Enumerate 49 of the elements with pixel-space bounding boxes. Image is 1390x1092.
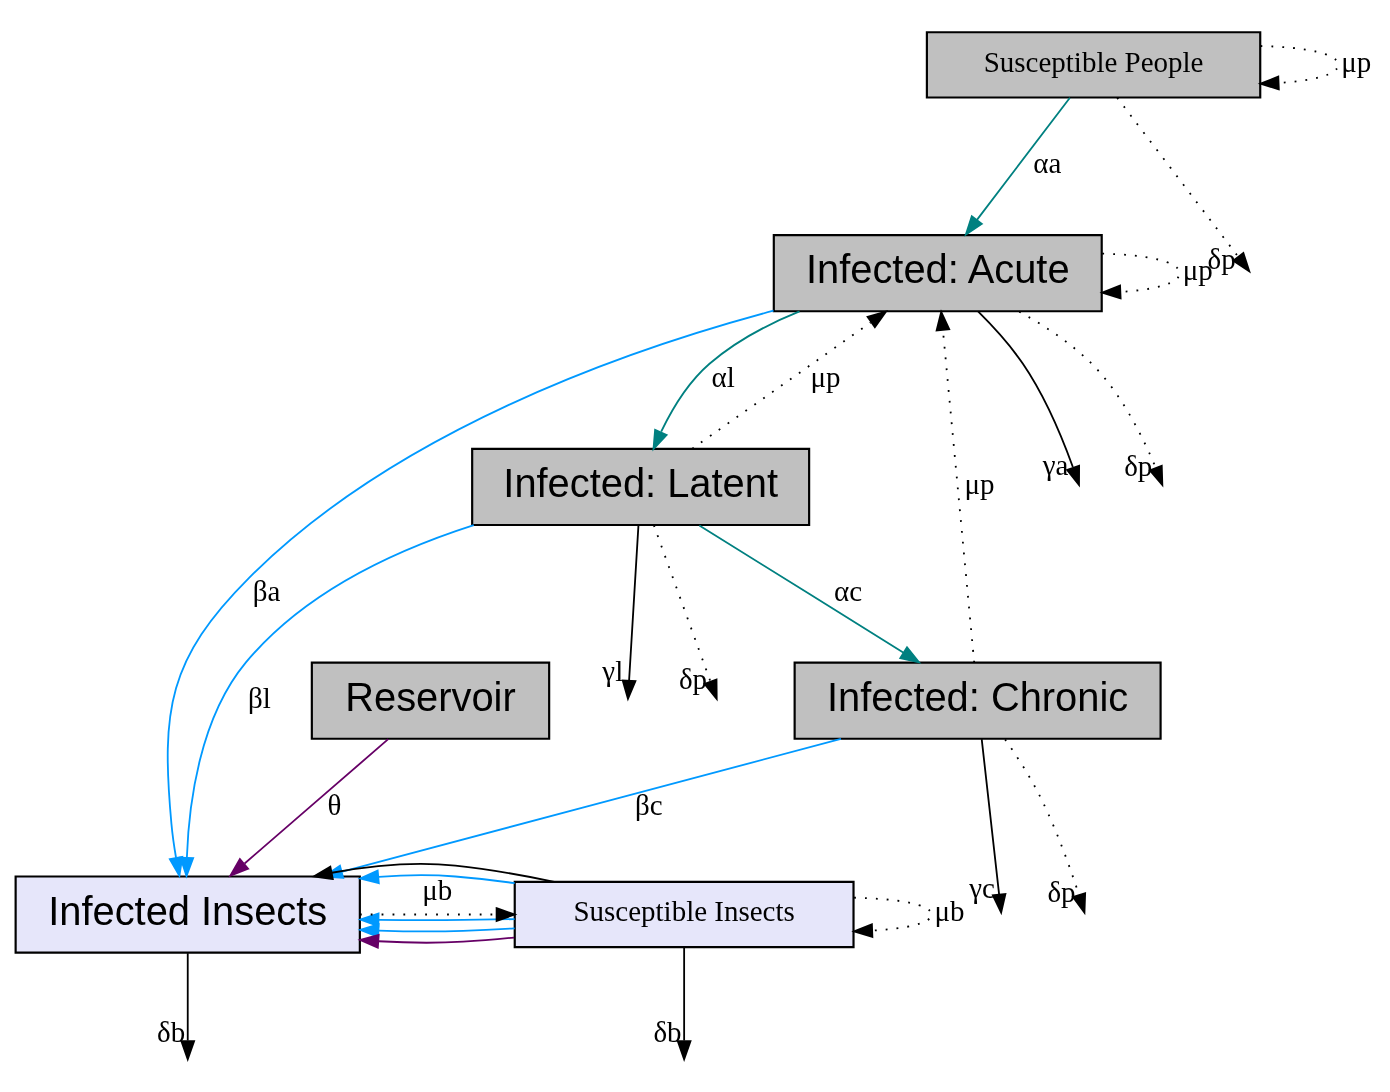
edge-label: δb bbox=[653, 1015, 682, 1048]
node-box: Susceptible Insects bbox=[513, 880, 855, 948]
arrow bbox=[652, 310, 801, 451]
arrow bbox=[691, 309, 889, 450]
edge-label: βa bbox=[252, 574, 281, 607]
arrow bbox=[1099, 252, 1181, 299]
node-box: Infected: Chronic bbox=[793, 661, 1162, 740]
edge-label: γa bbox=[1042, 448, 1069, 481]
edge-label: θ bbox=[327, 788, 342, 821]
node-box: Susceptible People bbox=[925, 30, 1262, 99]
node-box: Reservoir bbox=[310, 661, 551, 740]
arrow bbox=[1004, 738, 1087, 915]
edge-label: δb bbox=[157, 1015, 186, 1048]
edge-label: μp bbox=[1341, 45, 1372, 78]
arrow bbox=[357, 911, 516, 927]
arrow bbox=[1018, 310, 1164, 487]
edge-label: αa bbox=[1033, 146, 1062, 179]
edge-label: δp bbox=[678, 662, 708, 695]
arrow bbox=[653, 524, 718, 701]
edge-label: δp bbox=[1047, 875, 1076, 908]
node-box: Infected: Latent bbox=[471, 447, 811, 526]
arrow bbox=[359, 906, 518, 922]
arrow bbox=[180, 951, 196, 1062]
node-box: Infected: Acute bbox=[772, 233, 1103, 312]
node-box: Infected Insects bbox=[14, 874, 361, 954]
arrow bbox=[964, 96, 1071, 237]
arrow bbox=[1257, 44, 1340, 90]
edge-label: αl bbox=[711, 360, 735, 393]
edge-label: βc bbox=[635, 788, 663, 821]
arrow bbox=[621, 524, 640, 702]
arrow bbox=[357, 868, 516, 884]
edge-label: γc bbox=[969, 871, 995, 904]
arrow bbox=[977, 310, 1080, 488]
edge-label: μp bbox=[964, 467, 995, 500]
edge-label: αc bbox=[834, 574, 863, 607]
arrow bbox=[851, 896, 933, 938]
arrow bbox=[357, 933, 516, 949]
arrow bbox=[676, 945, 692, 1062]
edge-label: γl bbox=[602, 654, 624, 687]
arrow bbox=[357, 922, 516, 938]
edge-label: μb bbox=[934, 894, 965, 927]
edge-label: μb bbox=[422, 873, 453, 906]
arrow bbox=[935, 308, 976, 663]
arrow bbox=[1116, 96, 1251, 273]
edge-label: βl bbox=[247, 681, 271, 714]
edge-label: μp bbox=[810, 360, 841, 393]
arrow bbox=[698, 524, 922, 664]
arrow bbox=[980, 737, 1007, 915]
edge-label: δp bbox=[1124, 449, 1153, 482]
